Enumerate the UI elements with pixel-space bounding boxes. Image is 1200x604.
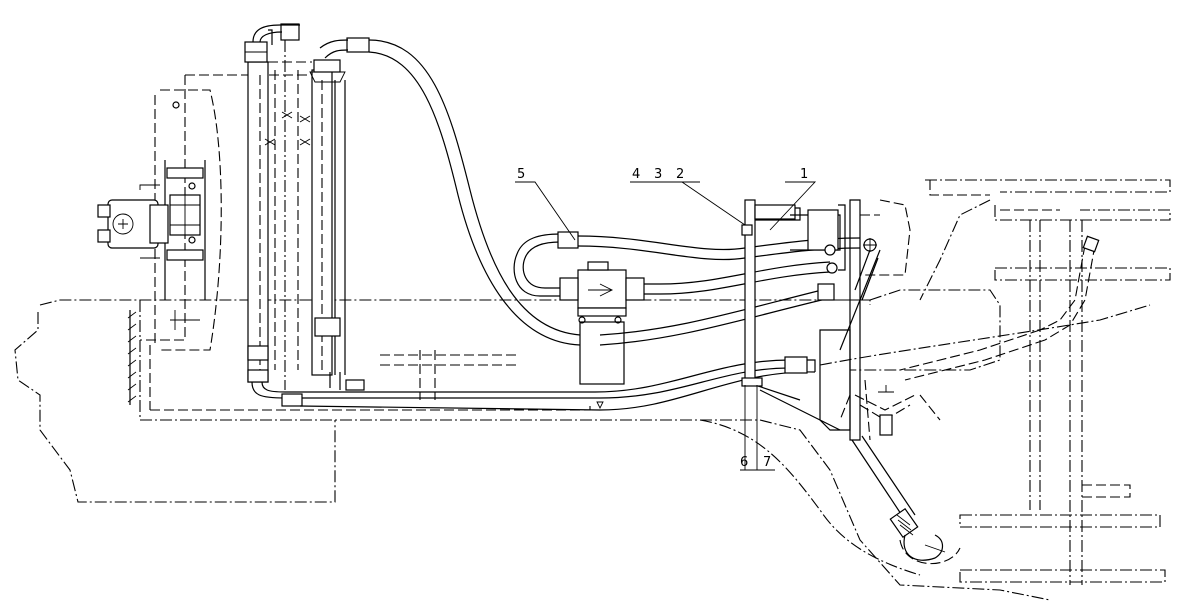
callout-leaders [515, 181, 817, 471]
hose-5 [513, 231, 861, 297]
filter-assembly [559, 261, 645, 410]
return-hose [319, 37, 581, 346]
right-chassis [899, 179, 1171, 585]
diagonal-pipes [599, 283, 1151, 366]
callout-1: 1 [800, 167, 808, 182]
callout-4: 4 [632, 167, 640, 182]
callout-5: 5 [517, 167, 525, 182]
lower-right-pump [839, 385, 961, 565]
lower-pipes [251, 350, 816, 411]
left-wall-hatching [127, 310, 137, 405]
callout-6: 6 [740, 455, 748, 470]
mounting-plate [741, 199, 911, 441]
callout-2: 2 [676, 167, 684, 182]
callout-7: 7 [763, 455, 771, 470]
pump-bracket-assembly [97, 89, 222, 351]
radiator-unit [244, 23, 346, 390]
callout-3: 3 [654, 167, 662, 182]
